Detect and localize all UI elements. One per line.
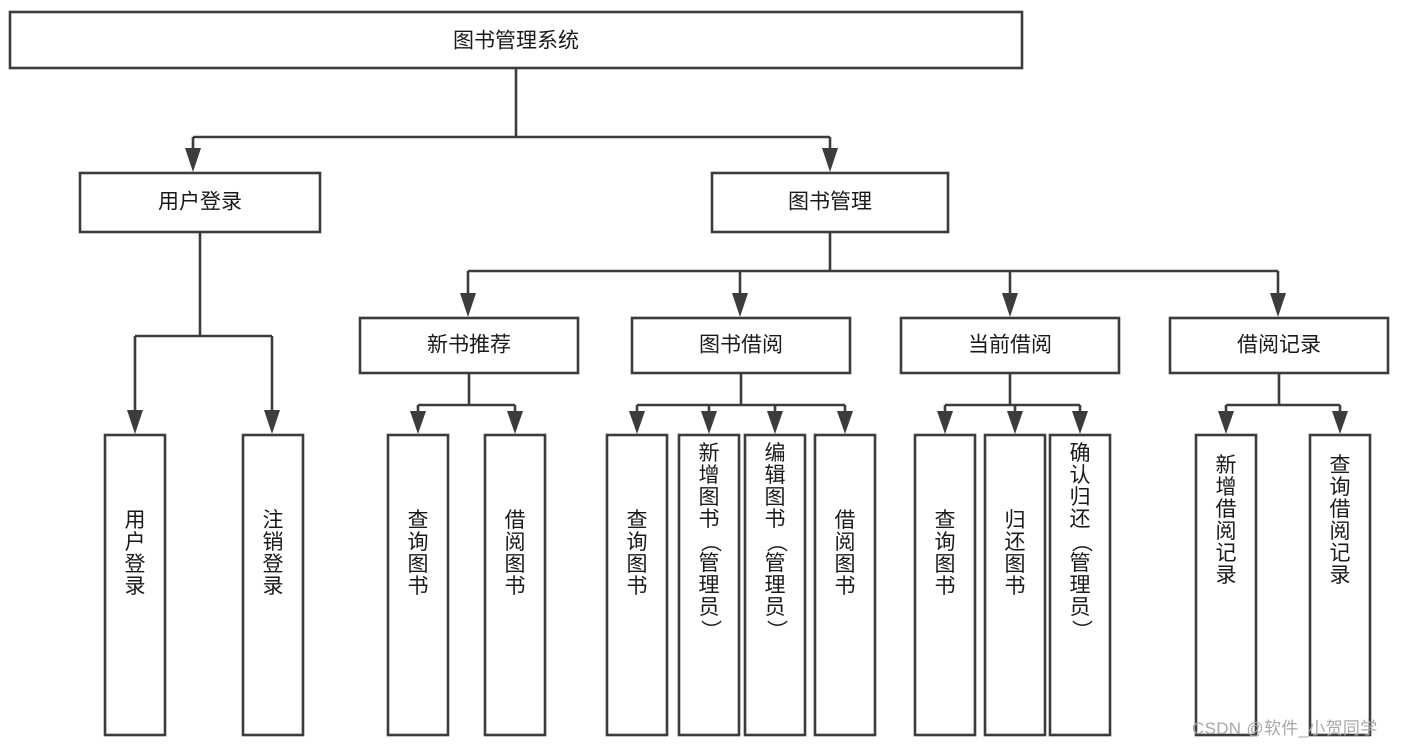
- node-root-label: 图书管理系统: [453, 30, 579, 53]
- arrow-userlogin-leaf-1: [127, 410, 143, 434]
- node-book-manage-box[interactable]: [710, 171, 950, 234]
- node-query-book-3-box[interactable]: [913, 433, 977, 737]
- node-user-login-leaf-box[interactable]: [103, 433, 167, 737]
- node-borrow-book-2-box[interactable]: [813, 433, 877, 737]
- arrow-bookborrow-leaf-2: [701, 411, 717, 434]
- node-confirm-return-admin-box[interactable]: [1048, 433, 1112, 737]
- node-edit-book-admin-box[interactable]: [743, 433, 807, 737]
- connector-layer: [127, 68, 1348, 434]
- node-new-book-recommend-box[interactable]: [358, 316, 580, 375]
- arrow-borrowrecord-leaf-1: [1218, 411, 1234, 434]
- arrow-bookmanage-to-bookborrow: [732, 293, 748, 317]
- arrow-bookmanage-to-currentborrow: [1002, 293, 1018, 317]
- node-user-login-box[interactable]: [78, 171, 322, 234]
- arrow-currentborrow-leaf-2: [1007, 411, 1023, 434]
- node-borrow-record-label: 借阅记录: [1237, 334, 1321, 357]
- arrow-currentborrow-leaf-1: [937, 411, 953, 434]
- arrow-root-to-book-manage: [822, 148, 838, 172]
- node-root-box[interactable]: [8, 10, 1024, 70]
- arrow-currentborrow-leaf-3: [1072, 411, 1088, 434]
- arrow-root-to-user-login: [185, 148, 201, 172]
- arrow-bookborrow-leaf-3: [767, 411, 783, 434]
- node-book-manage-label: 图书管理: [788, 191, 872, 214]
- node-layer: 图书管理系统 用户登录 图书管理 新书推荐 图书借阅 当前借阅 借阅记录: [8, 10, 1390, 737]
- node-borrow-record-box[interactable]: [1168, 316, 1390, 375]
- node-current-borrow-label: 当前借阅: [968, 334, 1052, 357]
- arrow-userlogin-leaf-2: [264, 410, 280, 434]
- node-return-book-box[interactable]: [983, 433, 1047, 737]
- arrow-bookborrow-leaf-1: [629, 411, 645, 434]
- arrow-newbook-leaf-2: [507, 411, 523, 434]
- csdn-watermark: CSDN @软件_小贺同学: [1192, 719, 1378, 738]
- node-book-borrow-label: 图书借阅: [699, 334, 783, 357]
- arrow-newbook-leaf-1: [410, 411, 426, 434]
- node-query-book-1-box[interactable]: [386, 433, 450, 737]
- node-add-borrow-record-box[interactable]: [1194, 433, 1258, 737]
- node-add-book-admin-box[interactable]: [677, 433, 741, 737]
- arrow-bookmanage-to-borrowrecord: [1270, 293, 1286, 317]
- node-query-borrow-record-box[interactable]: [1308, 433, 1372, 737]
- node-borrow-book-1-box[interactable]: [483, 433, 547, 737]
- arrow-bookborrow-leaf-4: [837, 411, 853, 434]
- arrow-bookmanage-to-newbook: [460, 293, 476, 317]
- node-book-borrow-box[interactable]: [630, 316, 852, 375]
- node-user-logout-leaf-box[interactable]: [241, 433, 305, 737]
- node-current-borrow-box[interactable]: [899, 316, 1121, 375]
- node-new-book-recommend-label: 新书推荐: [427, 334, 511, 357]
- node-user-login-label: 用户登录: [158, 191, 242, 214]
- arrow-borrowrecord-leaf-2: [1332, 411, 1348, 434]
- node-query-book-2-box[interactable]: [605, 433, 669, 737]
